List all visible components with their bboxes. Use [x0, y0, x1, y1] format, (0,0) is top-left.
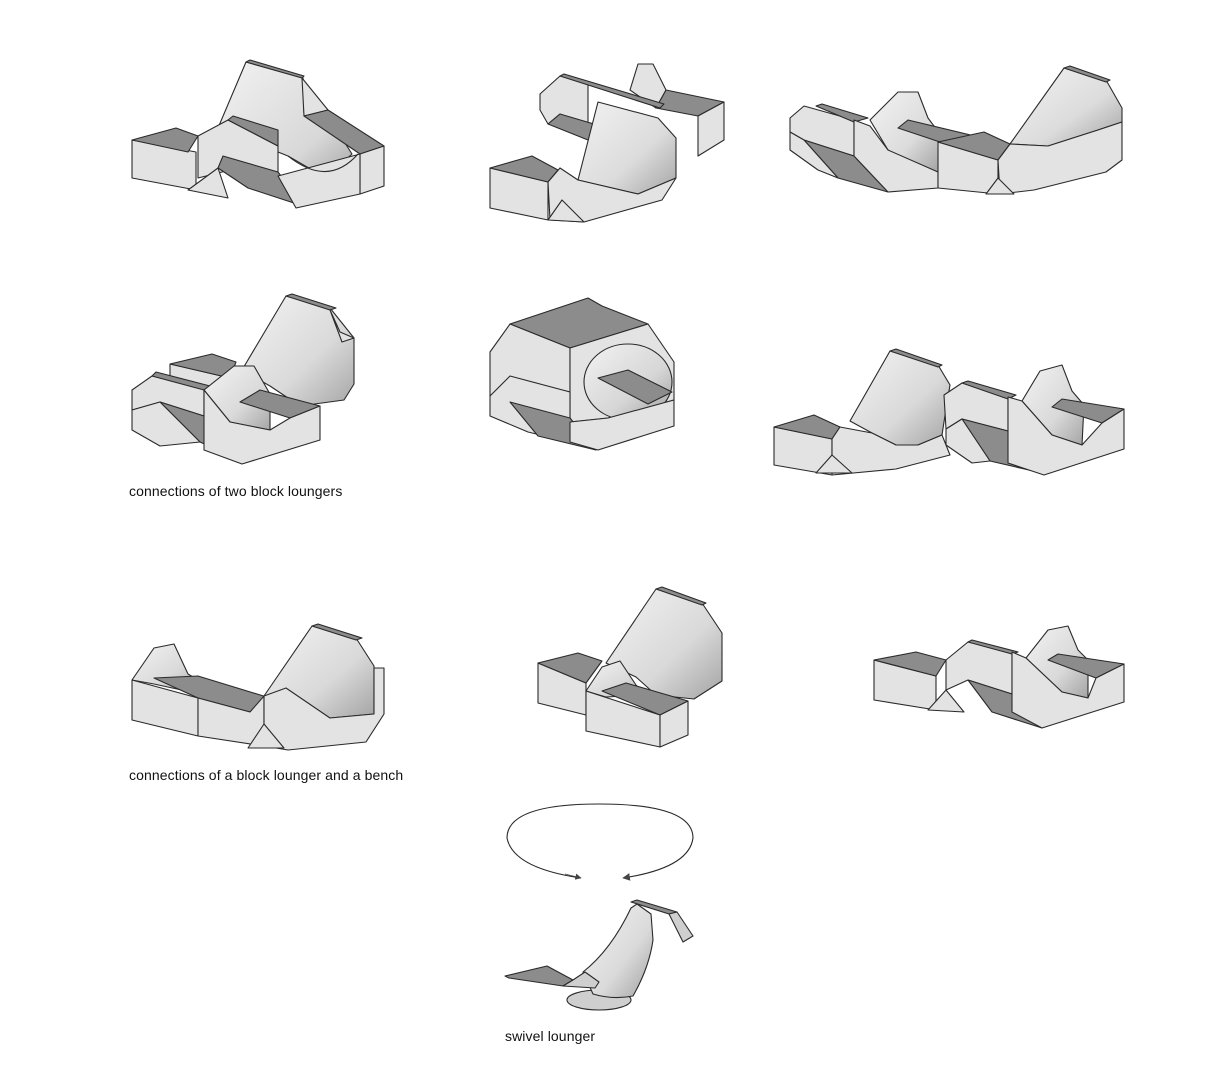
lounger-drawing — [131, 59, 385, 209]
caption-swivel-lounger: swivel lounger — [505, 1028, 596, 1044]
lounger-drawing — [537, 586, 723, 748]
figure-two-loungers-4 — [130, 290, 362, 468]
figure-two-loungers-6 — [772, 345, 1128, 477]
lounger-drawing — [489, 297, 675, 451]
rotation-arrow-icon — [506, 803, 694, 881]
figure-two-loungers-3 — [788, 60, 1128, 195]
lounger-drawing — [131, 623, 385, 751]
figure-lounger-bench-2 — [536, 585, 728, 748]
lounger-drawing — [489, 63, 725, 223]
lounger-drawing — [873, 625, 1125, 729]
lounger-drawing — [773, 348, 1125, 476]
lounger-drawing — [789, 65, 1123, 195]
caption-lounger-and-bench: connections of a block lounger and a ben… — [129, 767, 404, 783]
swivel-lounger-drawing — [504, 803, 694, 1011]
figure-lounger-bench-3 — [872, 620, 1128, 730]
figure-two-loungers-2 — [488, 60, 730, 223]
lounger-drawing — [131, 293, 355, 465]
figure-swivel-lounger — [503, 800, 699, 1022]
caption-two-block-loungers: connections of two block loungers — [129, 483, 343, 499]
figure-lounger-bench-1 — [130, 618, 386, 751]
figure-two-loungers-1 — [128, 58, 390, 210]
figure-two-loungers-5 — [488, 292, 688, 452]
